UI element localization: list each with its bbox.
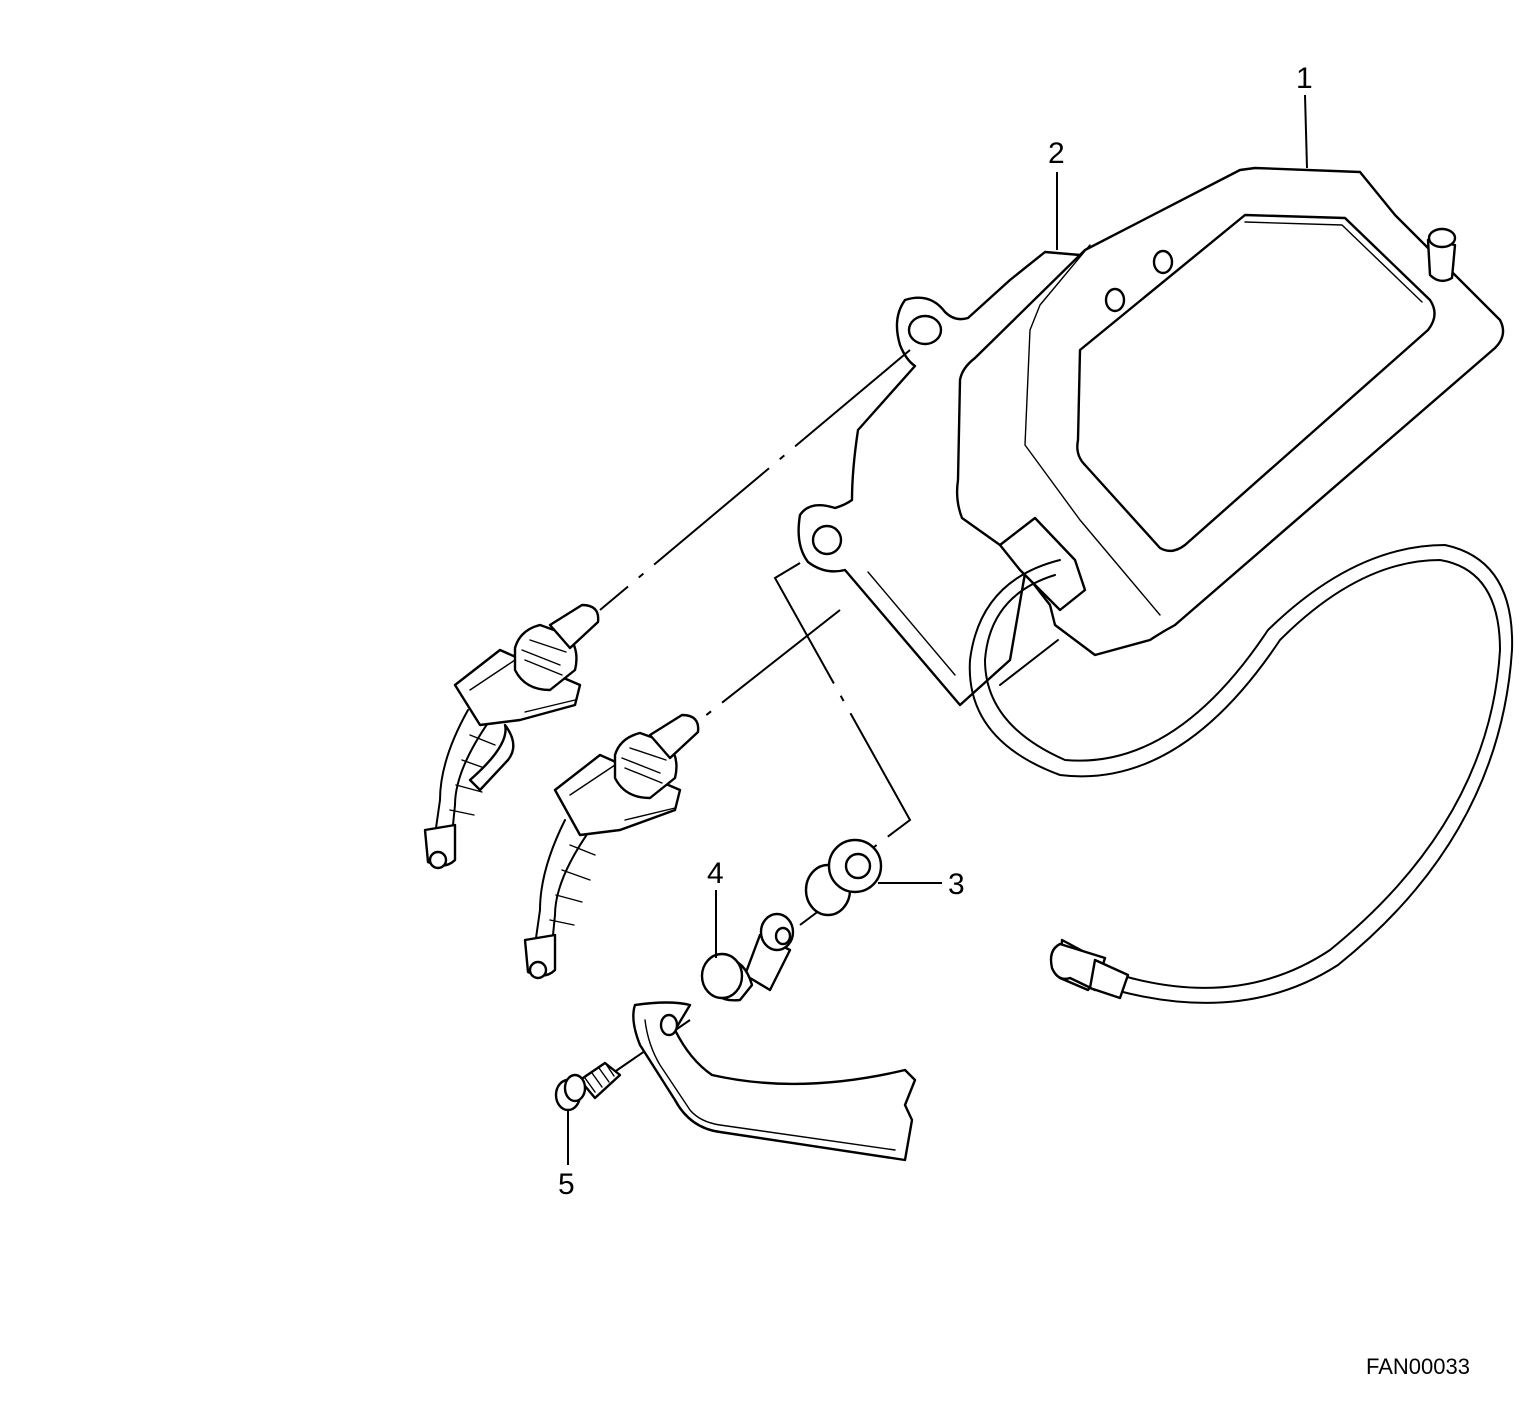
bulb-socket-upper [423, 603, 600, 870]
speedometer-cable [968, 544, 1514, 1004]
leader-lines [567, 94, 1308, 1165]
bulb-socket-lower [523, 713, 700, 980]
spacer-bushing [700, 912, 795, 1002]
rubber-grommet [804, 838, 883, 917]
screw [554, 1061, 622, 1112]
callout-5: 5 [558, 1168, 575, 1201]
figure-code: FAN00033 [1366, 1354, 1470, 1379]
instrument-housing [955, 166, 1505, 686]
mounting-bracket [632, 1001, 917, 1162]
callout-4: 4 [707, 857, 724, 890]
callout-2: 2 [1048, 137, 1065, 170]
callout-1: 1 [1296, 62, 1313, 95]
callout-3: 3 [948, 868, 965, 901]
